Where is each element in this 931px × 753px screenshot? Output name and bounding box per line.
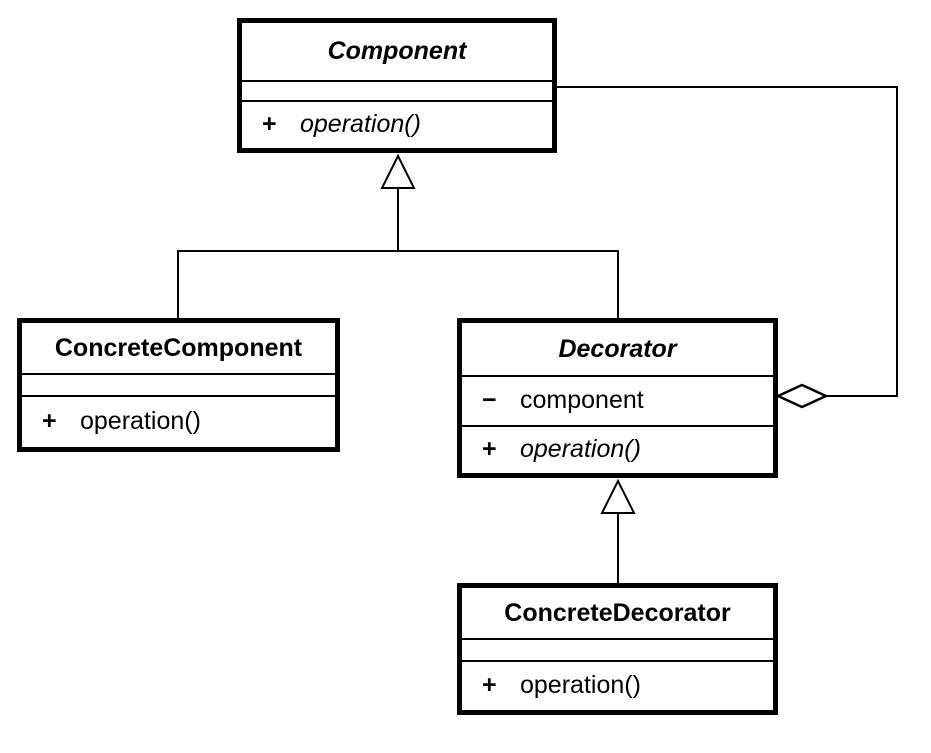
visibility-symbol: + xyxy=(42,407,57,436)
visibility-symbol: + xyxy=(482,671,497,700)
class-concrete-component-name: ConcreteComponent xyxy=(22,323,335,375)
class-decorator-methods: + operation() xyxy=(462,427,773,473)
generalization-triangle-icon-decorator xyxy=(600,478,636,514)
class-concrete-component: ConcreteComponent + operation() xyxy=(17,318,340,452)
method-name: operation() xyxy=(80,407,201,436)
generalization-triangle-icon-component xyxy=(380,153,416,189)
aggregation-diamond-icon xyxy=(774,383,830,409)
visibility-symbol: + xyxy=(482,435,497,464)
class-concrete-component-methods: + operation() xyxy=(22,397,335,447)
class-concrete-decorator-attributes xyxy=(462,640,773,662)
method-row: + operation() xyxy=(462,672,773,700)
class-concrete-decorator: ConcreteDecorator + operation() xyxy=(457,583,778,715)
visibility-symbol: − xyxy=(482,386,497,415)
attribute-row: − component xyxy=(462,387,773,415)
method-name: operation() xyxy=(520,435,641,464)
generalization-branch-lines xyxy=(177,250,619,318)
class-decorator-attributes: − component xyxy=(462,377,773,427)
method-name: operation() xyxy=(520,671,641,700)
method-row: + operation() xyxy=(22,408,335,436)
method-name: operation() xyxy=(300,110,421,139)
class-concrete-component-attributes xyxy=(22,375,335,397)
class-decorator-name: Decorator xyxy=(462,323,773,377)
class-component: Component + operation() xyxy=(237,18,557,153)
aggregation-line xyxy=(557,86,898,397)
class-component-name: Component xyxy=(242,23,552,82)
method-row: + operation() xyxy=(242,111,552,139)
class-concrete-decorator-name: ConcreteDecorator xyxy=(462,588,773,640)
visibility-symbol: + xyxy=(262,110,277,139)
class-component-methods: + operation() xyxy=(242,102,552,148)
class-concrete-decorator-methods: + operation() xyxy=(462,662,773,710)
method-row: + operation() xyxy=(462,436,773,464)
attribute-name: component xyxy=(520,386,644,415)
class-component-attributes xyxy=(242,82,552,102)
class-decorator: Decorator − component + operation() xyxy=(457,318,778,478)
